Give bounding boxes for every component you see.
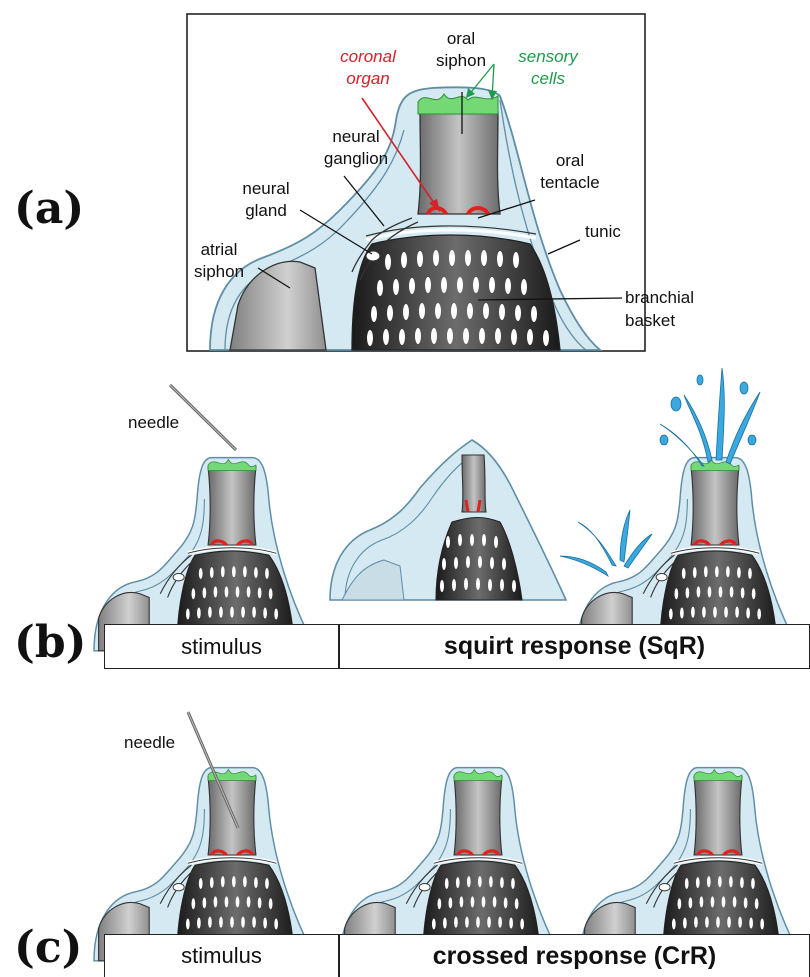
panel-b-stimulus-label: stimulus [181,633,262,659]
panel-b-stimulus-ascidian [92,455,319,653]
panel-b-water-jets [559,367,761,578]
label-oral-tentacle-1: oral [556,151,584,170]
panel-c-caption-bar: stimulus crossed response (CrR) [104,934,810,977]
panel-c-response-label: crossed response (CrR) [432,941,717,970]
panel-b-divider [338,625,340,668]
label-neural-gland-1: neural [242,179,289,198]
label-tunic: tunic [585,222,621,241]
label-coronal-organ-2: organ [346,69,389,88]
panel-b-squirting-ascidian [575,455,802,653]
label-neural-ganglion-1: neural [332,127,379,146]
label-neural-ganglion-2: ganglion [324,149,388,168]
label-atrial-siphon-2: siphon [194,262,244,281]
label-sensory-cells-2: cells [531,69,566,88]
panel-c-right-ascidian [578,765,805,963]
panel-c-stimulus-label: stimulus [181,943,262,968]
panel-a-leaders [257,63,623,301]
panel-a-arrowheads [429,88,497,212]
panel-a-letter: (a) [14,183,85,234]
label-oral-tentacle-2: tentacle [540,173,600,192]
panel-c-letter: (c) [14,922,83,973]
panel-a-labels: oral siphon coronal organ sensory cells … [194,29,694,330]
label-oral-siphon-2: siphon [436,51,486,70]
panel-c-stimulus-ascidian [92,765,319,963]
panel-c-middle-ascidian [338,765,565,963]
label-sensory-cells-1: sensory [518,47,579,66]
panel-b-needle [168,383,238,452]
label-branchial-basket-1: branchial [625,288,694,307]
label-branchial-basket-2: basket [625,311,675,330]
label-neural-gland-2: gland [245,201,287,220]
panel-b-letter: (b) [14,617,87,668]
label-oral-siphon-1: oral [447,29,475,48]
panel-c-needle [186,711,240,829]
label-atrial-siphon-1: atrial [201,240,238,259]
panel-c-divider [338,935,340,977]
panel-b-response-label: squirt response (SqR) [443,632,706,660]
panel-c-needle-label: needle [124,733,175,752]
panel-b-needle-label: needle [128,413,179,432]
panel-b-caption-bar: stimulus squirt response (SqR) [104,624,810,669]
panel-a-diagram [209,86,603,351]
panel-b-contracted-ascidian [329,439,568,601]
label-coronal-organ-1: coronal [340,47,397,66]
